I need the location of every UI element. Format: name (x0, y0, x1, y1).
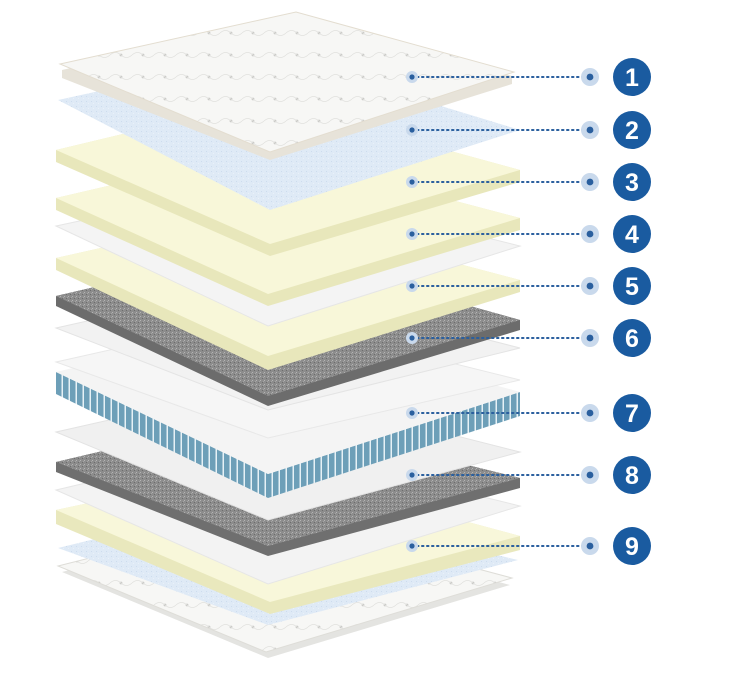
leader-dot (586, 230, 594, 238)
callout-6: 6 (406, 319, 651, 357)
callout-number: 7 (625, 400, 639, 428)
leader-dot (409, 179, 415, 185)
callout-badge (613, 319, 651, 357)
callouts: 1 2 3 4 5 6 7 8 9 (406, 58, 651, 565)
callout-badge (613, 111, 651, 149)
leader-dot (409, 231, 415, 237)
leader-dot (586, 178, 594, 186)
leader-dot (409, 283, 415, 289)
callout-badge (613, 527, 651, 565)
leader-dot (409, 335, 415, 341)
layers (54, 11, 522, 658)
leader-dot (586, 282, 594, 290)
callout-number: 4 (625, 221, 639, 249)
callout-7: 7 (406, 394, 651, 432)
leader-dot (586, 471, 594, 479)
leader-dot (586, 73, 594, 81)
callout-badge (613, 267, 651, 305)
leader-dot (409, 410, 415, 416)
callout-5: 5 (406, 267, 651, 305)
callout-number: 1 (625, 64, 639, 92)
leader-dot (586, 334, 594, 342)
leader-dot (409, 543, 415, 549)
callout-number: 9 (625, 533, 639, 561)
leader-dot (586, 542, 594, 550)
callout-badge (613, 456, 651, 494)
callout-1: 1 (406, 58, 651, 96)
callout-4: 4 (406, 215, 651, 253)
callout-8: 8 (406, 456, 651, 494)
callout-2: 2 (406, 111, 651, 149)
callout-number: 5 (625, 273, 639, 301)
callout-number: 8 (625, 462, 639, 490)
leader-dot (586, 126, 594, 134)
callout-number: 3 (625, 169, 639, 197)
callout-badge (613, 215, 651, 253)
callout-number: 6 (625, 325, 639, 353)
leader-dot (409, 472, 415, 478)
callout-number: 2 (625, 117, 639, 145)
callout-badge (613, 163, 651, 201)
quilted-top-cover (58, 11, 516, 160)
leader-dot (586, 409, 594, 417)
leader-dot (409, 127, 415, 133)
leader-dot (409, 74, 415, 80)
callout-badge (613, 394, 651, 432)
callout-9: 9 (406, 527, 651, 565)
callout-badge (613, 58, 651, 96)
callout-3: 3 (406, 163, 651, 201)
